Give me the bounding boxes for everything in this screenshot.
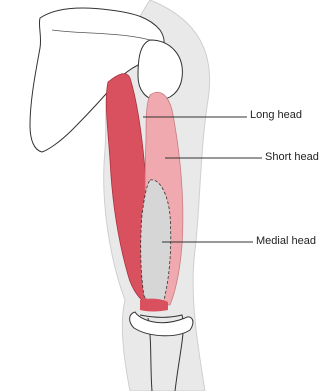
long-head-label: Long head: [250, 110, 302, 121]
tendon: [140, 299, 168, 312]
medial-head-label: Medial head: [256, 236, 316, 247]
short-head-label: Short head: [265, 152, 319, 163]
medial-head-muscle: [141, 180, 171, 302]
